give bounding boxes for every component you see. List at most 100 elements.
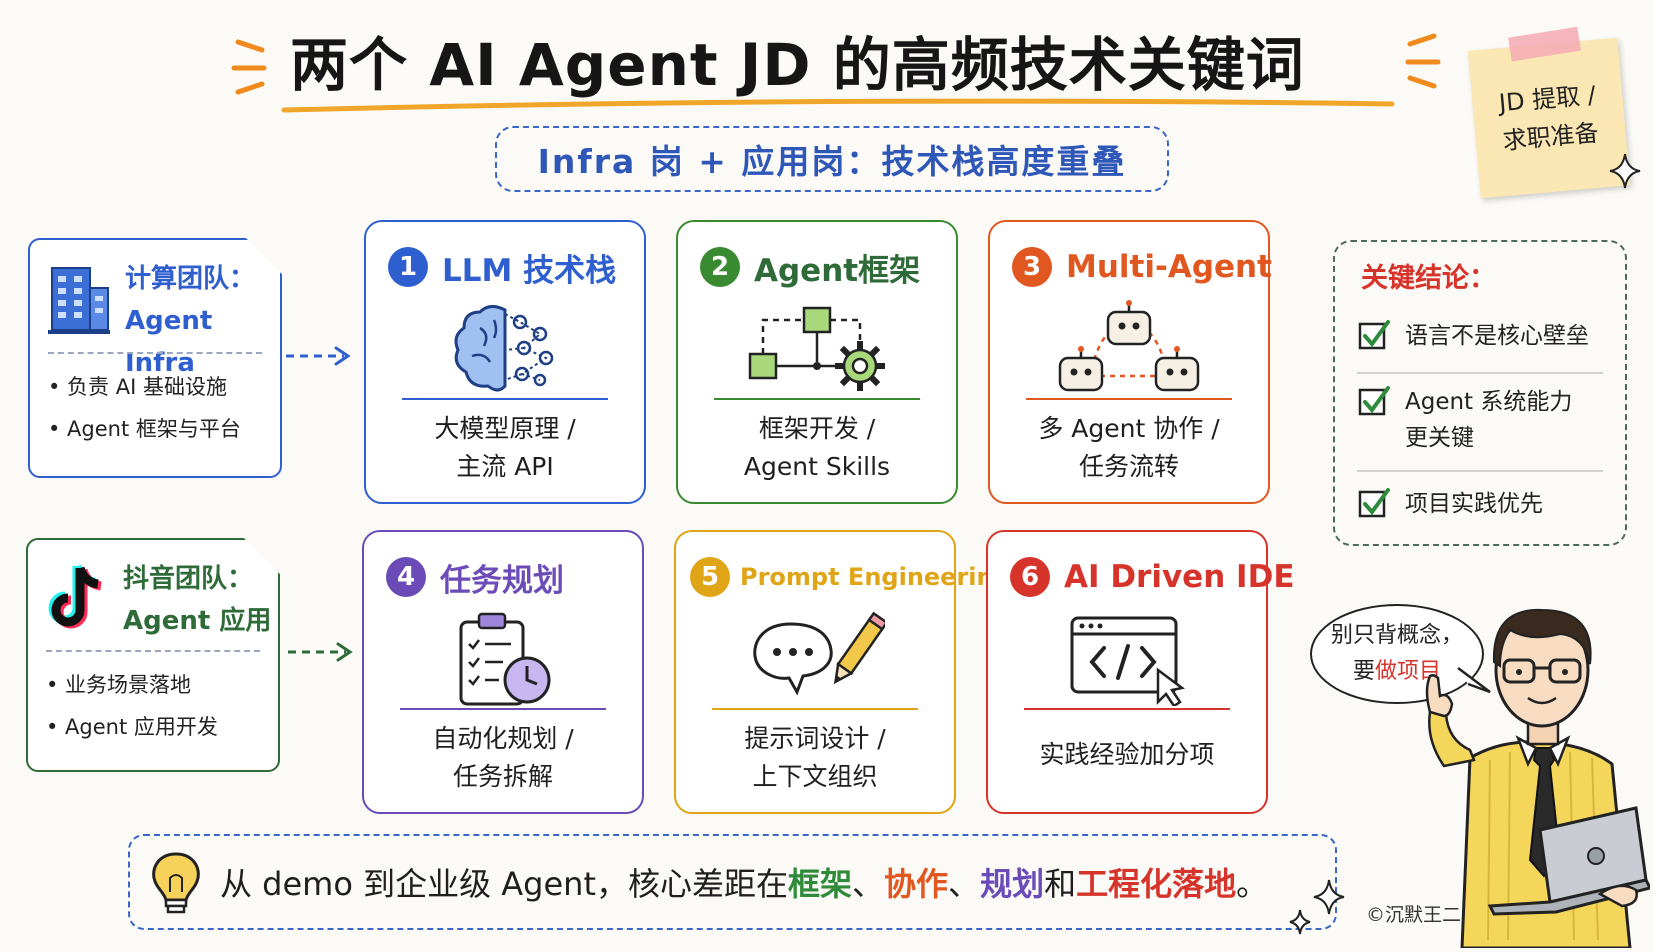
card-task-planning: 4 任务规划 自动化规划 / 任务拆解 bbox=[362, 530, 644, 814]
divider bbox=[402, 398, 608, 400]
conclusion-text: 语言不是核心壁垒 bbox=[1405, 323, 1589, 349]
card-llm: 1 LLM 技术栈 大模型原理 / 主流 API bbox=[364, 220, 646, 504]
banner-segment: 协作 bbox=[884, 865, 949, 903]
bullet-item: • Agent 应用开发 bbox=[46, 715, 218, 739]
checkbox-checked-icon bbox=[1358, 320, 1390, 350]
conclusion-item: 语言不是核心壁垒 bbox=[1357, 318, 1589, 354]
team-name-line1: 抖音团队： bbox=[123, 564, 254, 594]
arrow-right-icon bbox=[288, 642, 353, 662]
divider bbox=[1357, 372, 1603, 374]
subtitle-box: Infra 岗 + 应用岗：技术栈高度重叠 bbox=[495, 126, 1169, 192]
brain-icon bbox=[454, 305, 554, 392]
card-title: AI Driven IDE bbox=[1064, 559, 1295, 595]
robots-icon bbox=[1058, 300, 1200, 392]
banner-segment: 、 bbox=[948, 865, 981, 903]
card-prompt-engineering: 5 Prompt Engineering 提示词设计 / 上下文组织 bbox=[674, 530, 1011, 814]
subtitle: Infra 岗 + 应用岗：技术栈高度重叠 bbox=[537, 142, 1127, 181]
sparkle-icon bbox=[1313, 879, 1345, 915]
lightbulb-icon bbox=[152, 852, 200, 914]
orange-accent-left-icon bbox=[231, 39, 267, 95]
conclusion-item: Agent 系统能力 更关键 bbox=[1357, 384, 1572, 456]
card-desc-line: 提示词设计 / bbox=[744, 724, 886, 753]
card-desc-line: 任务拆解 bbox=[452, 762, 553, 791]
card-desc-line: 主流 API bbox=[456, 452, 554, 481]
tape bbox=[1508, 26, 1581, 62]
card-desc-line: 自动化规划 / bbox=[432, 724, 574, 753]
speech-bubble: 别只背概念， 要做项目 bbox=[1310, 604, 1484, 704]
card-desc-line: Agent Skills bbox=[743, 452, 891, 481]
bullet-item: • Agent 框架与平台 bbox=[48, 417, 241, 441]
team-name: 计算团队： Agent Infra bbox=[125, 258, 280, 384]
conclusion-text: Agent 系统能力 更关键 bbox=[1405, 384, 1572, 456]
chat-pencil-icon bbox=[753, 611, 885, 696]
page-title: 两个 AI Agent JD 的高频技术关键词 bbox=[290, 31, 1305, 99]
page-fold bbox=[244, 538, 280, 574]
card-desc-line: 框架开发 / bbox=[758, 414, 876, 443]
banner-text: 从 demo 到企业级 Agent，核心差距在框架、协作、规划和工程化落地。 bbox=[220, 859, 1268, 905]
code-window-icon bbox=[1070, 616, 1185, 706]
bullet-item: • 业务场景落地 bbox=[46, 673, 192, 697]
number-badge: 3 bbox=[1012, 247, 1052, 287]
divider bbox=[1024, 708, 1230, 710]
card-agent-framework: 2 Agent框架 框架开发 / Agent Skills bbox=[676, 220, 958, 504]
page-fold bbox=[246, 238, 282, 274]
team-name-line1: 计算团队： bbox=[125, 264, 256, 294]
conclusion-text: 项目实践优先 bbox=[1405, 491, 1543, 517]
bubble-tail bbox=[1457, 667, 1491, 694]
divider bbox=[400, 708, 606, 710]
card-desc-line: 上下文组织 bbox=[752, 762, 878, 791]
conclusion-line: 更关键 bbox=[1405, 425, 1474, 451]
card-title: 任务规划 bbox=[440, 562, 564, 599]
number-badge: 2 bbox=[700, 247, 740, 287]
sparkle-icon bbox=[1289, 909, 1311, 935]
person-with-laptop-icon bbox=[1425, 608, 1650, 948]
conclusion-item: 项目实践优先 bbox=[1357, 486, 1543, 522]
card-desc-line: 大模型原理 / bbox=[434, 414, 576, 443]
team-card-douyin: 抖音团队： Agent 应用 • 业务场景落地 • Agent 应用开发 bbox=[26, 538, 280, 772]
card-desc: 实践经验加分项 bbox=[988, 736, 1266, 774]
arrow-right-icon bbox=[286, 346, 351, 366]
card-desc: 提示词设计 / 上下文组织 bbox=[676, 720, 954, 796]
team-card-infra: 计算团队： Agent Infra • 负责 AI 基础设施 • Agent 框… bbox=[28, 238, 282, 478]
card-desc: 大模型原理 / 主流 API bbox=[366, 410, 644, 486]
card-desc-line: 多 Agent 协作 / bbox=[1038, 414, 1220, 443]
number-badge: 5 bbox=[690, 557, 730, 597]
card-desc-line: 任务流转 bbox=[1078, 452, 1179, 481]
divider bbox=[46, 650, 260, 652]
building-icon bbox=[48, 267, 110, 334]
divider bbox=[1026, 398, 1232, 400]
card-title: Multi-Agent bbox=[1066, 249, 1272, 285]
summary-banner: 从 demo 到企业级 Agent，核心差距在框架、协作、规划和工程化落地。 bbox=[128, 834, 1337, 930]
sticky-note: JD 提取 / 求职准备 bbox=[1467, 26, 1631, 199]
title-underline bbox=[281, 98, 1395, 113]
divider bbox=[48, 352, 262, 354]
checkbox-checked-icon bbox=[1358, 386, 1390, 416]
card-desc: 自动化规划 / 任务拆解 bbox=[364, 720, 642, 796]
checkbox-checked-icon bbox=[1358, 488, 1390, 518]
conclusion-line: Agent 系统能力 bbox=[1405, 389, 1573, 415]
sticky-line: 求职准备 bbox=[1501, 118, 1600, 156]
card-title: Agent框架 bbox=[754, 252, 921, 289]
tiktok-icon bbox=[48, 564, 102, 629]
divider bbox=[1357, 470, 1603, 472]
bullet-item: • 负责 AI 基础设施 bbox=[48, 375, 227, 399]
banner-segment: 。 bbox=[1236, 865, 1269, 903]
card-desc-line: 实践经验加分项 bbox=[1039, 740, 1215, 769]
key-conclusions-box: 关键结论： 语言不是核心壁垒 Agent 系统能力 更关键 项目实践优先 bbox=[1333, 240, 1627, 546]
team-name-line2: Agent 应用 bbox=[123, 606, 272, 636]
bubble-line1: 别只背概念， bbox=[1330, 623, 1463, 648]
bubble-line2-prefix: 要 bbox=[1352, 659, 1375, 684]
number-badge: 1 bbox=[388, 247, 428, 287]
card-ai-driven-ide: 6 AI Driven IDE 实践经验加分项 bbox=[986, 530, 1295, 814]
card-title: LLM 技术栈 bbox=[442, 252, 617, 289]
number-badge: 4 bbox=[386, 557, 426, 597]
workflow-gear-icon bbox=[748, 306, 885, 391]
banner-segment: 框架 bbox=[788, 865, 853, 903]
team-name: 抖音团队： Agent 应用 bbox=[123, 558, 271, 642]
divider bbox=[714, 398, 920, 400]
team-bullets: • 负责 AI 基础设施 • Agent 框架与平台 bbox=[48, 366, 241, 450]
number-badge: 6 bbox=[1010, 557, 1050, 597]
banner-segment: 规划 bbox=[980, 865, 1045, 903]
team-bullets: • 业务场景落地 • Agent 应用开发 bbox=[46, 664, 218, 748]
divider bbox=[712, 708, 918, 710]
